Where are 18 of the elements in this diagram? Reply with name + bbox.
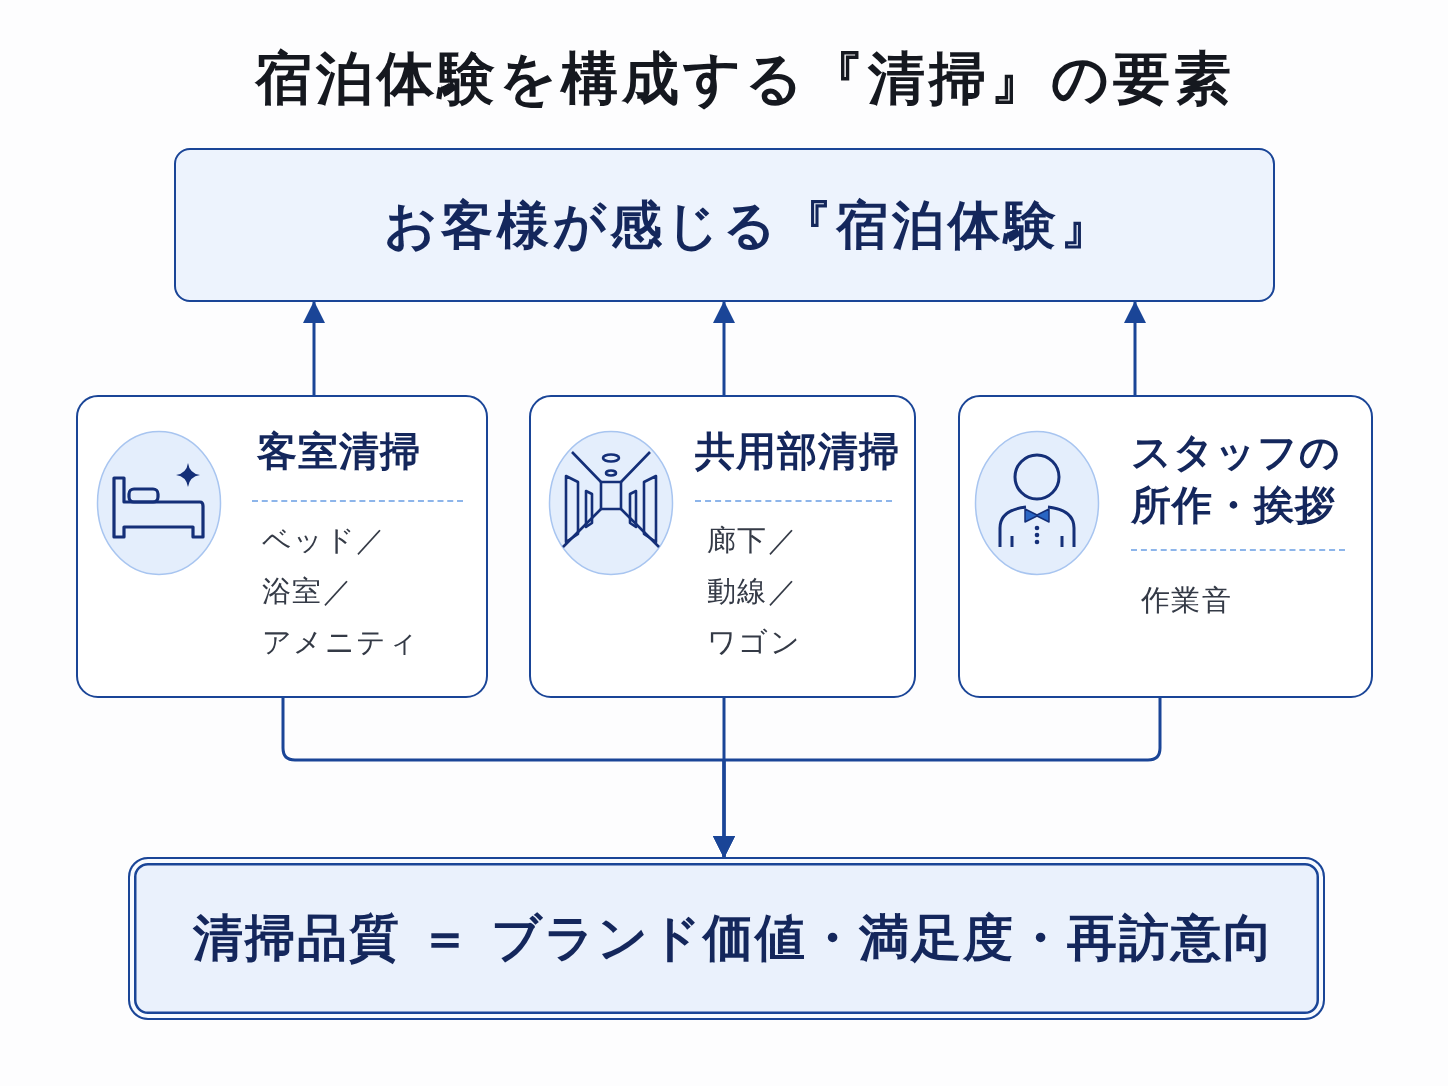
- summary-box: [128, 857, 1325, 1020]
- card-box: [529, 395, 916, 698]
- arrow: [713, 301, 735, 395]
- summary-text: 清掃品質 ＝ ブランド価値・満足度・再訪意向: [192, 908, 1276, 969]
- card-box: [958, 395, 1373, 698]
- arrow: [303, 301, 325, 395]
- item-list: 廊下／動線／ワゴン: [706, 514, 801, 668]
- card-title: 共用部清掃: [694, 426, 901, 476]
- banner-text: お客様が感じる『宿泊体験』: [384, 193, 1116, 257]
- card-title: 客室清掃: [256, 426, 422, 476]
- arrow: [1124, 301, 1146, 395]
- title: 宿泊体験を構成する『清掃』の要素: [255, 44, 1235, 113]
- card-title: スタッフの所作・挨拶: [1130, 427, 1342, 530]
- banner-box: [174, 148, 1275, 302]
- card-box: [76, 395, 488, 698]
- item-list: ベッド／浴室／アメニティ: [261, 514, 419, 668]
- item-list: 作業音: [1140, 574, 1232, 626]
- arrow: [713, 698, 1162, 858]
